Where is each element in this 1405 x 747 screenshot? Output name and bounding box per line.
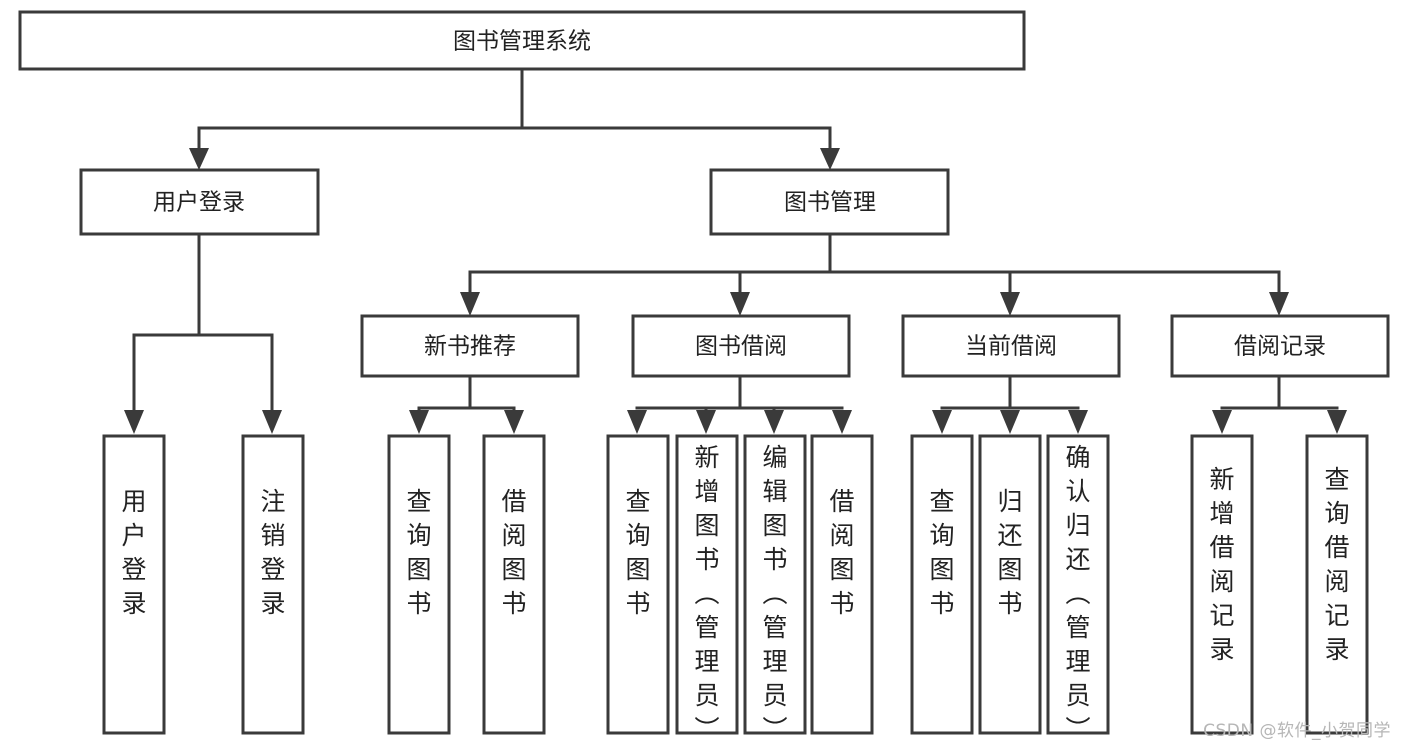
leaf-user-login-box[interactable] xyxy=(102,434,166,735)
arrow-leaf-confirm-return xyxy=(1068,410,1088,434)
arrow-leaf-add-book xyxy=(696,410,716,434)
leaf-query-borrow-record-box[interactable] xyxy=(1305,434,1369,735)
leaf-edit-book[interactable]: 编辑图书︵管理员︶ xyxy=(743,434,807,744)
watermark-credit: CSDN @软件_小贺同学 xyxy=(1203,721,1391,741)
arrow-book-borrow xyxy=(730,292,750,316)
leaf-query-book-2-label: 查询图书 xyxy=(625,487,650,618)
arrow-leaf-query-book-3 xyxy=(932,410,952,434)
leaf-confirm-return-label: 确认归还︵管理员︶ xyxy=(1065,443,1090,744)
leaf-add-borrow-record-box[interactable] xyxy=(1190,434,1254,735)
node-new-book-recommend[interactable]: 新书推荐 xyxy=(360,314,580,378)
leaf-confirm-return-box[interactable] xyxy=(1046,434,1110,735)
leaf-query-book-2[interactable]: 查询图书 xyxy=(606,434,670,735)
leaf-query-book-3[interactable]: 查询图书 xyxy=(910,434,974,735)
leaf-query-book-3-label: 查询图书 xyxy=(929,487,954,618)
node-new-book-recommend-box[interactable] xyxy=(360,314,580,378)
arrow-leaf-return-book xyxy=(1000,410,1020,434)
leaf-add-book[interactable]: 新增图书︵管理员︶ xyxy=(675,434,739,744)
arrow-leaf-user-login xyxy=(124,410,144,434)
leaf-logout-login-label: 注销登录 xyxy=(260,487,285,618)
node-root[interactable]: 图书管理系统 xyxy=(18,10,1026,71)
leaf-borrow-book-2-label: 借阅图书 xyxy=(829,487,854,618)
node-current-borrow[interactable]: 当前借阅 xyxy=(901,314,1121,378)
leaf-query-borrow-record[interactable]: 查询借阅记录 xyxy=(1305,434,1369,735)
leaf-borrow-book-1-label: 借阅图书 xyxy=(501,487,526,618)
node-book-management-label: 图书管理 xyxy=(784,190,876,216)
arrow-leaf-query-book-1 xyxy=(409,410,429,434)
node-new-book-recommend-label: 新书推荐 xyxy=(424,334,516,360)
node-borrow-record-label: 借阅记录 xyxy=(1234,334,1326,360)
arrow-leaf-logout-login xyxy=(262,410,282,434)
arrow-current-borrow xyxy=(1000,292,1020,316)
arrow-leaf-add-borrow-record xyxy=(1212,410,1232,434)
leaf-query-book-2-box[interactable] xyxy=(606,434,670,735)
node-book-borrow-label: 图书借阅 xyxy=(695,334,787,360)
leaf-return-book-label: 归还图书 xyxy=(997,487,1022,618)
leaf-confirm-return[interactable]: 确认归还︵管理员︶ xyxy=(1046,434,1110,744)
arrow-leaf-borrow-book-1 xyxy=(504,410,524,434)
leaf-add-borrow-record-label: 新增借阅记录 xyxy=(1209,465,1234,664)
leaf-borrow-book-1-box[interactable] xyxy=(482,434,546,735)
node-user-login[interactable]: 用户登录 xyxy=(79,168,320,236)
node-book-management[interactable]: 图书管理 xyxy=(709,168,950,236)
leaf-borrow-book-2-box[interactable] xyxy=(810,434,874,735)
arrow-new-book-recommend xyxy=(460,292,480,316)
leaf-return-book-box[interactable] xyxy=(978,434,1042,735)
leaf-add-borrow-record[interactable]: 新增借阅记录 xyxy=(1190,434,1254,735)
arrow-user-login xyxy=(189,148,209,170)
node-user-login-label: 用户登录 xyxy=(153,190,245,216)
leaf-borrow-book-2[interactable]: 借阅图书 xyxy=(810,434,874,735)
leaf-query-book-1[interactable]: 查询图书 xyxy=(387,434,451,735)
leaf-logout-login[interactable]: 注销登录 xyxy=(241,434,305,735)
node-user-login-box[interactable] xyxy=(79,168,320,236)
node-root-label: 图书管理系统 xyxy=(453,29,591,55)
leaf-borrow-book-1[interactable]: 借阅图书 xyxy=(482,434,546,735)
leaf-logout-login-box[interactable] xyxy=(241,434,305,735)
arrow-leaf-borrow-book-2 xyxy=(832,410,852,434)
arrow-borrow-record xyxy=(1269,292,1289,316)
leaf-query-book-3-box[interactable] xyxy=(910,434,974,735)
leaf-add-book-box[interactable] xyxy=(675,434,739,735)
node-borrow-record[interactable]: 借阅记录 xyxy=(1170,314,1390,378)
leaf-query-book-1-label: 查询图书 xyxy=(406,487,431,618)
leaf-query-book-1-box[interactable] xyxy=(387,434,451,735)
arrow-leaf-query-borrow-record xyxy=(1327,410,1347,434)
leaf-edit-book-box[interactable] xyxy=(743,434,807,735)
arrow-book-management xyxy=(820,148,840,170)
node-borrow-record-box[interactable] xyxy=(1170,314,1390,378)
connector-layer xyxy=(124,67,1347,434)
node-book-borrow[interactable]: 图书借阅 xyxy=(631,314,851,378)
node-current-borrow-box[interactable] xyxy=(901,314,1121,378)
leaf-user-login-label: 用户登录 xyxy=(121,487,146,618)
leaf-add-book-label: 新增图书︵管理员︶ xyxy=(694,443,719,744)
leaf-return-book[interactable]: 归还图书 xyxy=(978,434,1042,735)
node-current-borrow-label: 当前借阅 xyxy=(965,334,1057,360)
node-book-borrow-box[interactable] xyxy=(631,314,851,378)
leaf-edit-book-label: 编辑图书︵管理员︶ xyxy=(762,443,787,744)
arrow-leaf-edit-book xyxy=(764,410,784,434)
leaf-query-borrow-record-label: 查询借阅记录 xyxy=(1324,465,1349,664)
arrow-leaf-query-book-2 xyxy=(627,410,647,434)
leaf-user-login[interactable]: 用户登录 xyxy=(102,434,166,735)
node-root-box[interactable] xyxy=(18,10,1026,71)
node-book-management-box[interactable] xyxy=(709,168,950,236)
